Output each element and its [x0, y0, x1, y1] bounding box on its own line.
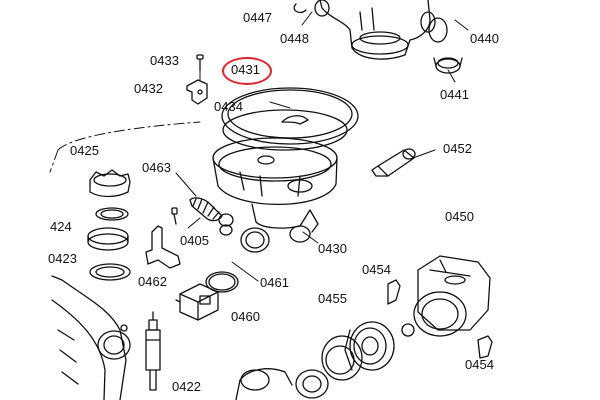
impeller-housing-0455	[321, 321, 415, 381]
element-0422	[145, 311, 161, 391]
hose-0463	[189, 197, 234, 227]
label-0447[interactable]: 0447	[243, 10, 272, 25]
label-0405[interactable]: 0405	[180, 233, 209, 248]
label-0455[interactable]: 0455	[318, 291, 347, 306]
clip-0441	[433, 57, 463, 74]
label-0463[interactable]: 0463	[142, 160, 171, 175]
bracket-0432	[186, 79, 208, 105]
label-424[interactable]: 424	[50, 219, 72, 234]
label-0454-top[interactable]: 0454	[362, 262, 391, 277]
sensor-0452	[371, 148, 416, 177]
bracket-0462	[145, 225, 181, 269]
label-0422[interactable]: 0422	[172, 379, 201, 394]
sump-body-0430	[212, 137, 338, 253]
leader-lines	[175, 11, 469, 282]
label-0430[interactable]: 0430	[318, 241, 347, 256]
cap-0425	[89, 169, 131, 198]
label-0450[interactable]: 0450	[445, 209, 474, 224]
rings-left	[87, 207, 131, 281]
pump-body-bottom	[235, 368, 329, 400]
screw-0405	[171, 207, 178, 225]
clip-0454-a	[387, 279, 401, 305]
highlight-ring-0431	[222, 57, 272, 85]
heater-block-0460	[175, 283, 219, 321]
label-0423[interactable]: 0423	[48, 251, 77, 266]
clip-0454-b	[477, 335, 493, 359]
label-0448[interactable]: 0448	[280, 31, 309, 46]
label-0452[interactable]: 0452	[443, 141, 472, 156]
label-0433[interactable]: 0433	[150, 53, 179, 68]
filter-assembly	[51, 275, 131, 400]
label-0440[interactable]: 0440	[470, 31, 499, 46]
label-0460[interactable]: 0460	[231, 309, 260, 324]
label-0461[interactable]: 0461	[260, 275, 289, 290]
separator-arc	[49, 121, 201, 173]
label-0431[interactable]: 0431	[231, 62, 260, 77]
pump-0450	[413, 255, 491, 337]
label-0454-bottom[interactable]: 0454	[465, 357, 494, 372]
label-0432[interactable]: 0432	[134, 81, 163, 96]
top-valve-assembly	[293, 0, 448, 60]
label-0462[interactable]: 0462	[138, 274, 167, 289]
label-0441[interactable]: 0441	[440, 87, 469, 102]
seal-ring-0461	[205, 271, 239, 293]
label-0425[interactable]: 0425	[70, 143, 99, 158]
label-0434[interactable]: 0434	[214, 99, 243, 114]
screw-0433	[196, 54, 204, 71]
